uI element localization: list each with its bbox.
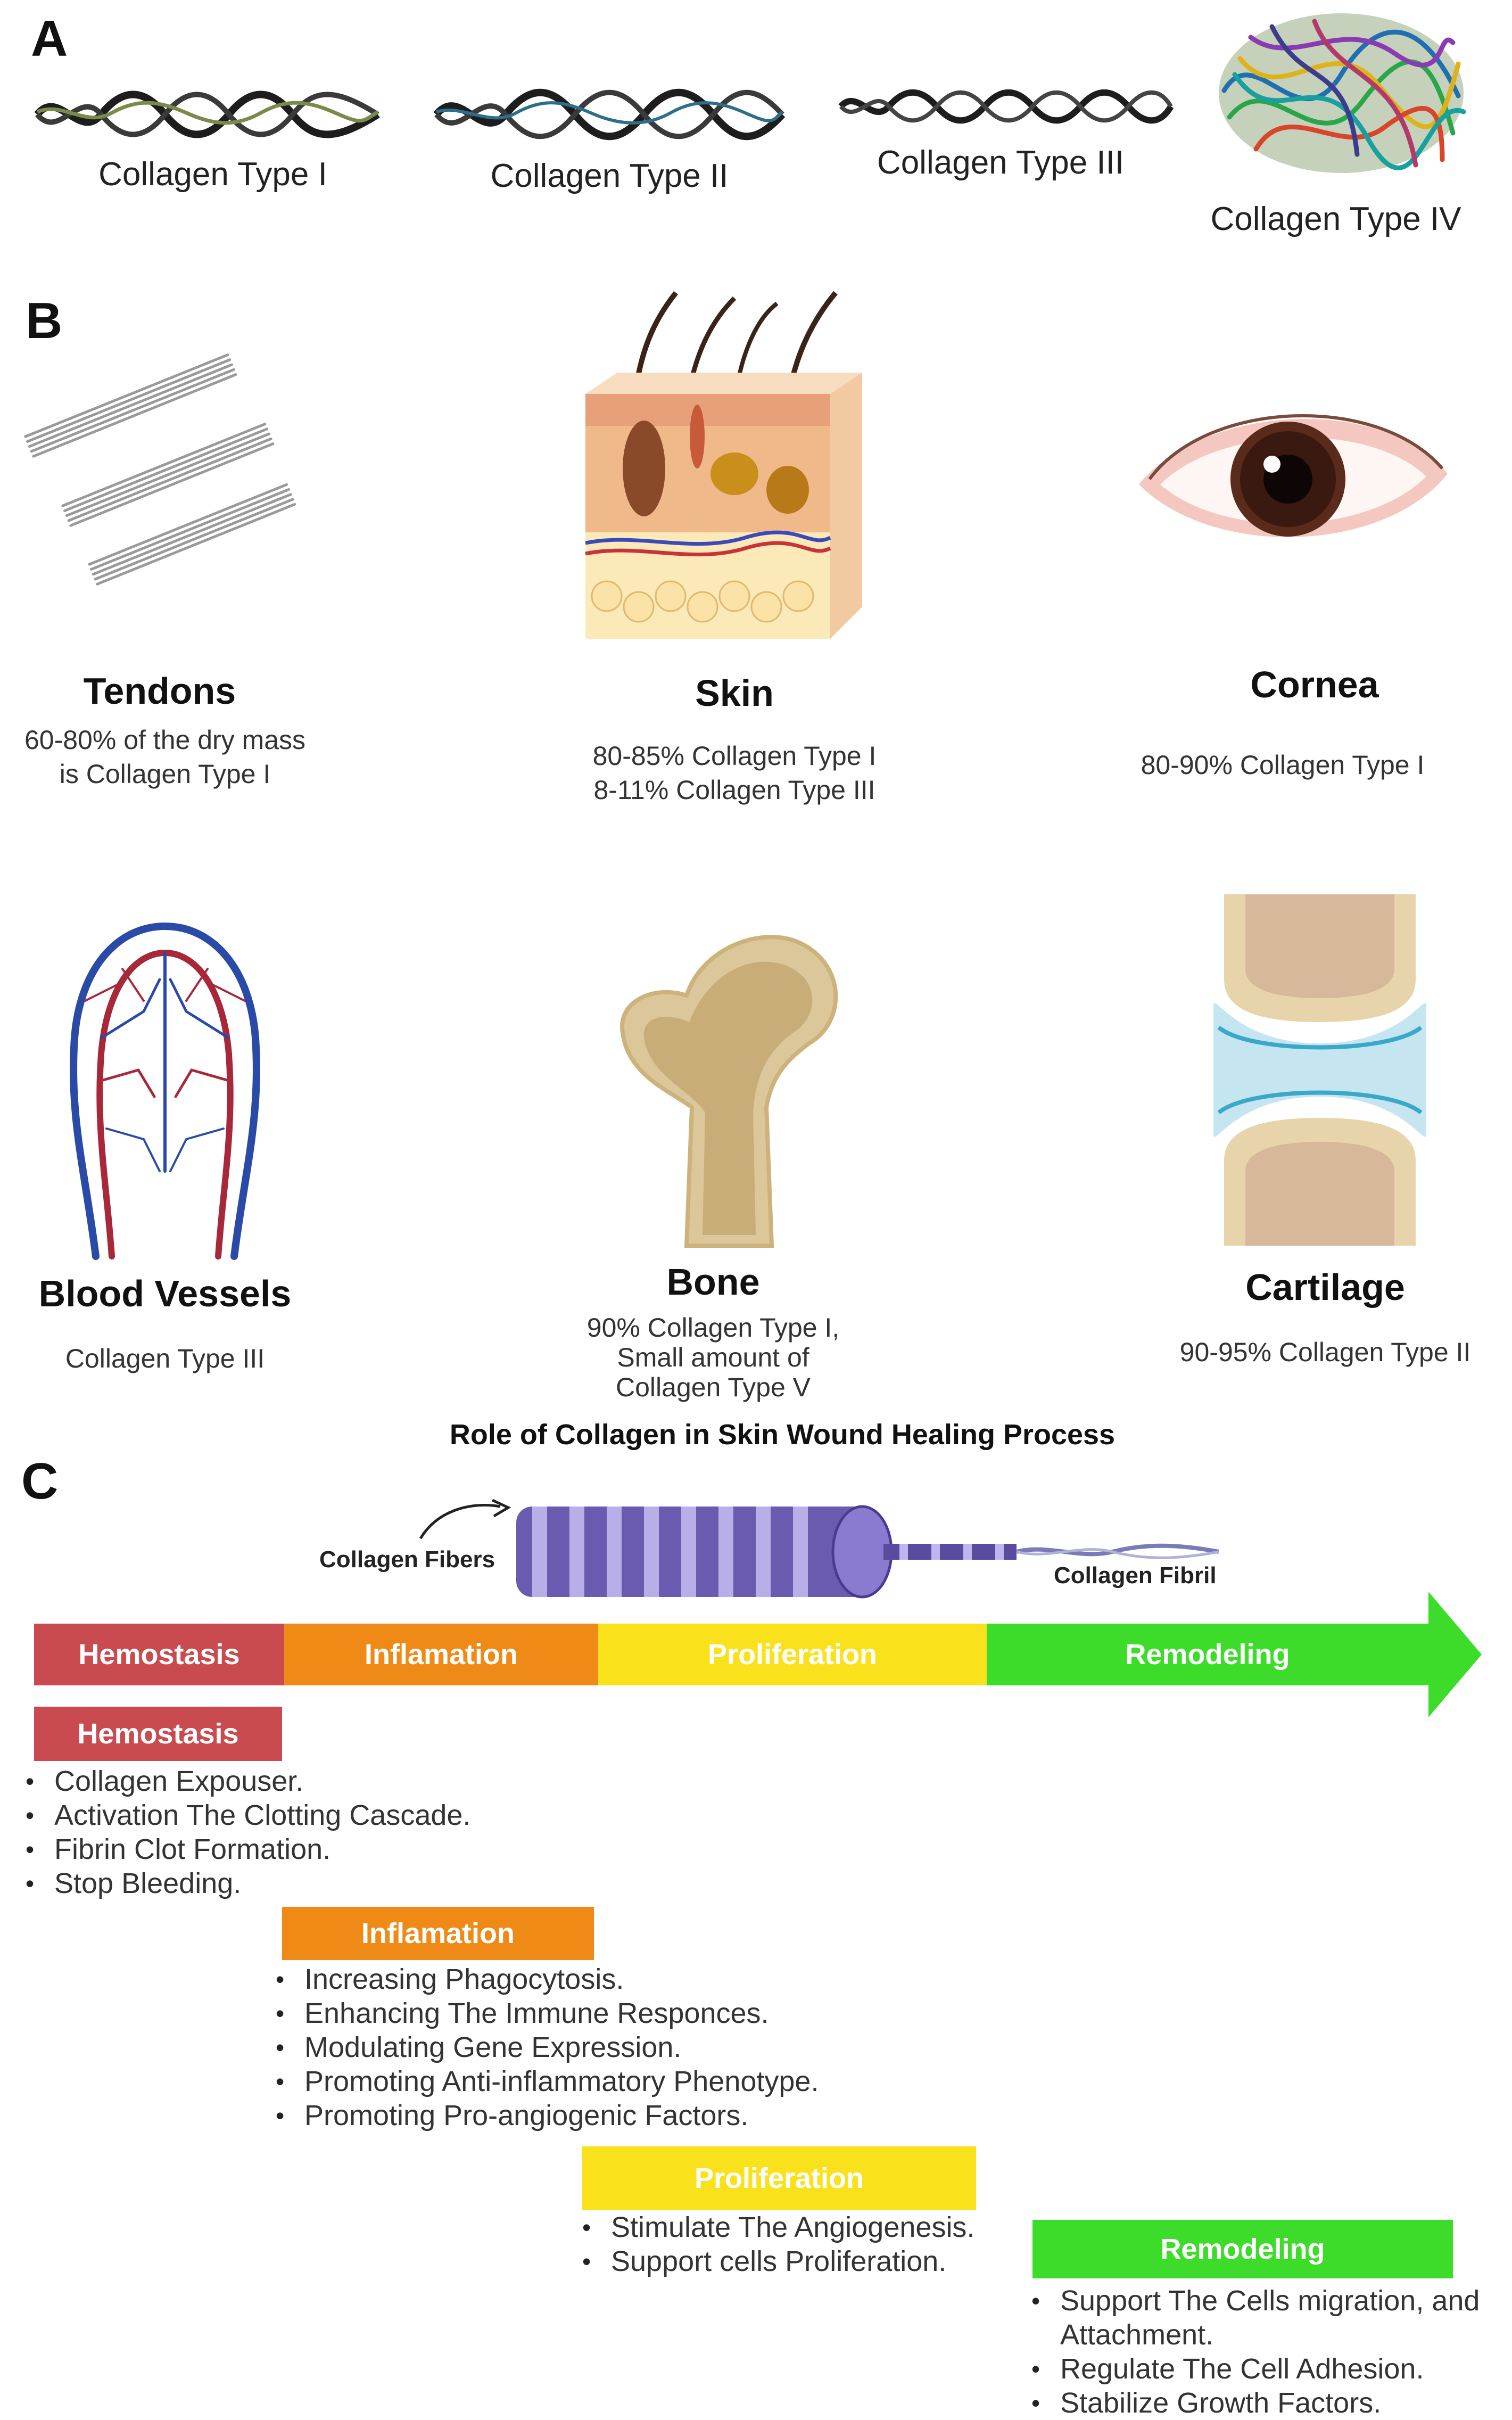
list-item: Activation The Clotting Cascade. bbox=[23, 1798, 609, 1832]
panel-b-label: B bbox=[26, 292, 63, 349]
panel-c-label: C bbox=[21, 1453, 59, 1510]
phase-inflamation-list: Increasing Phagocytosis. Enhancing The I… bbox=[274, 1962, 965, 2133]
tissue-cartilage-desc: 90-95% Collagen Type II bbox=[1179, 1337, 1471, 1367]
timeline-remodeling: Remodeling bbox=[1125, 1639, 1290, 1670]
tissue-skin-name: Skin bbox=[695, 672, 774, 714]
collagen-fibers-label: Collagen Fibers bbox=[319, 1546, 495, 1573]
skin-cross-section-icon bbox=[585, 291, 862, 639]
collagen-type-4-network-icon bbox=[1219, 13, 1466, 173]
list-item: Attachment. bbox=[1060, 2319, 1214, 2351]
collagen-type-1-label: Collagen Type I bbox=[98, 156, 327, 193]
joint-cartilage-icon bbox=[1213, 894, 1426, 1246]
wound-healing-title: Role of Collagen in Skin Wound Healing P… bbox=[449, 1419, 1116, 1451]
panel-a-label: A bbox=[31, 10, 68, 67]
tissue-cornea-name: Cornea bbox=[1250, 664, 1379, 705]
list-item: Promoting Anti-inflammatory Phenotype. bbox=[274, 2064, 965, 2098]
collagen-type-4-label: Collagen Type IV bbox=[1210, 201, 1461, 237]
collagen-type-2-helix-icon bbox=[433, 88, 786, 141]
phase-hemostasis-header: Hemostasis bbox=[34, 1707, 282, 1761]
list-item: Modulating Gene Expression. bbox=[274, 2030, 965, 2064]
collagen-fibril-label: Collagen Fibril bbox=[1054, 1562, 1217, 1588]
list-item: Regulate The Cell Adhesion. bbox=[1029, 2352, 1508, 2386]
list-item: Support The Cells migration, and bbox=[1029, 2284, 1508, 2318]
collagen-fiber-icon bbox=[419, 1499, 1219, 1599]
timeline-arrowhead-icon bbox=[987, 1592, 1482, 1717]
tissue-bone-name: Bone bbox=[666, 1261, 760, 1303]
collagen-type-1-helix-icon bbox=[34, 90, 380, 138]
list-item: Promoting Pro-angiogenic Factors. bbox=[274, 2098, 965, 2133]
blood-vessels-icon bbox=[70, 922, 260, 1260]
eye-icon bbox=[1139, 414, 1448, 538]
list-item: Fibrin Clot Formation. bbox=[23, 1832, 609, 1866]
tissue-blood-vessels-name: Blood Vessels bbox=[38, 1273, 292, 1314]
list-item: Stimulate The Angiogenesis. bbox=[580, 2210, 1059, 2244]
phase-inflamation-header: Inflamation bbox=[282, 1907, 594, 1960]
timeline-hemostasis: Hemostasis bbox=[34, 1624, 284, 1685]
collagen-type-3-label: Collagen Type III bbox=[877, 144, 1125, 181]
list-item: Increasing Phagocytosis. bbox=[274, 1962, 965, 1996]
collagen-type-3-helix-icon bbox=[838, 89, 1174, 124]
phase-remodeling-list: Support The Cells migration, and Attachm… bbox=[1029, 2284, 1508, 2420]
collagen-type-2-label: Collagen Type II bbox=[490, 158, 729, 194]
femur-bone-icon bbox=[620, 935, 838, 1248]
list-item: Support cells Proliferation. bbox=[580, 2244, 1059, 2278]
timeline-proliferation: Proliferation bbox=[598, 1624, 987, 1685]
tissue-cornea-desc: 80-90% Collagen Type I bbox=[1141, 750, 1425, 780]
list-item: Enhancing The Immune Responces. bbox=[274, 1996, 965, 2030]
phase-hemostasis-list: Collagen Expouser. Activation The Clotti… bbox=[23, 1764, 609, 1900]
list-item: Stop Bleeding. bbox=[23, 1866, 609, 1900]
tissue-cartilage-name: Cartilage bbox=[1245, 1266, 1405, 1308]
list-item: Stabilize Growth Factors. bbox=[1029, 2386, 1508, 2420]
tissue-tendons-name: Tendons bbox=[83, 670, 236, 712]
timeline-inflamation: Inflamation bbox=[284, 1624, 598, 1685]
tendon-fibers-icon bbox=[24, 353, 296, 586]
list-item: Collagen Expouser. bbox=[23, 1764, 609, 1798]
tissue-blood-vessels-desc: Collagen Type III bbox=[65, 1344, 265, 1373]
phase-proliferation-header: Proliferation bbox=[582, 2146, 976, 2210]
phase-remodeling-header: Remodeling bbox=[1032, 2220, 1453, 2278]
phase-proliferation-list: Stimulate The Angiogenesis. Support cell… bbox=[580, 2210, 1059, 2278]
